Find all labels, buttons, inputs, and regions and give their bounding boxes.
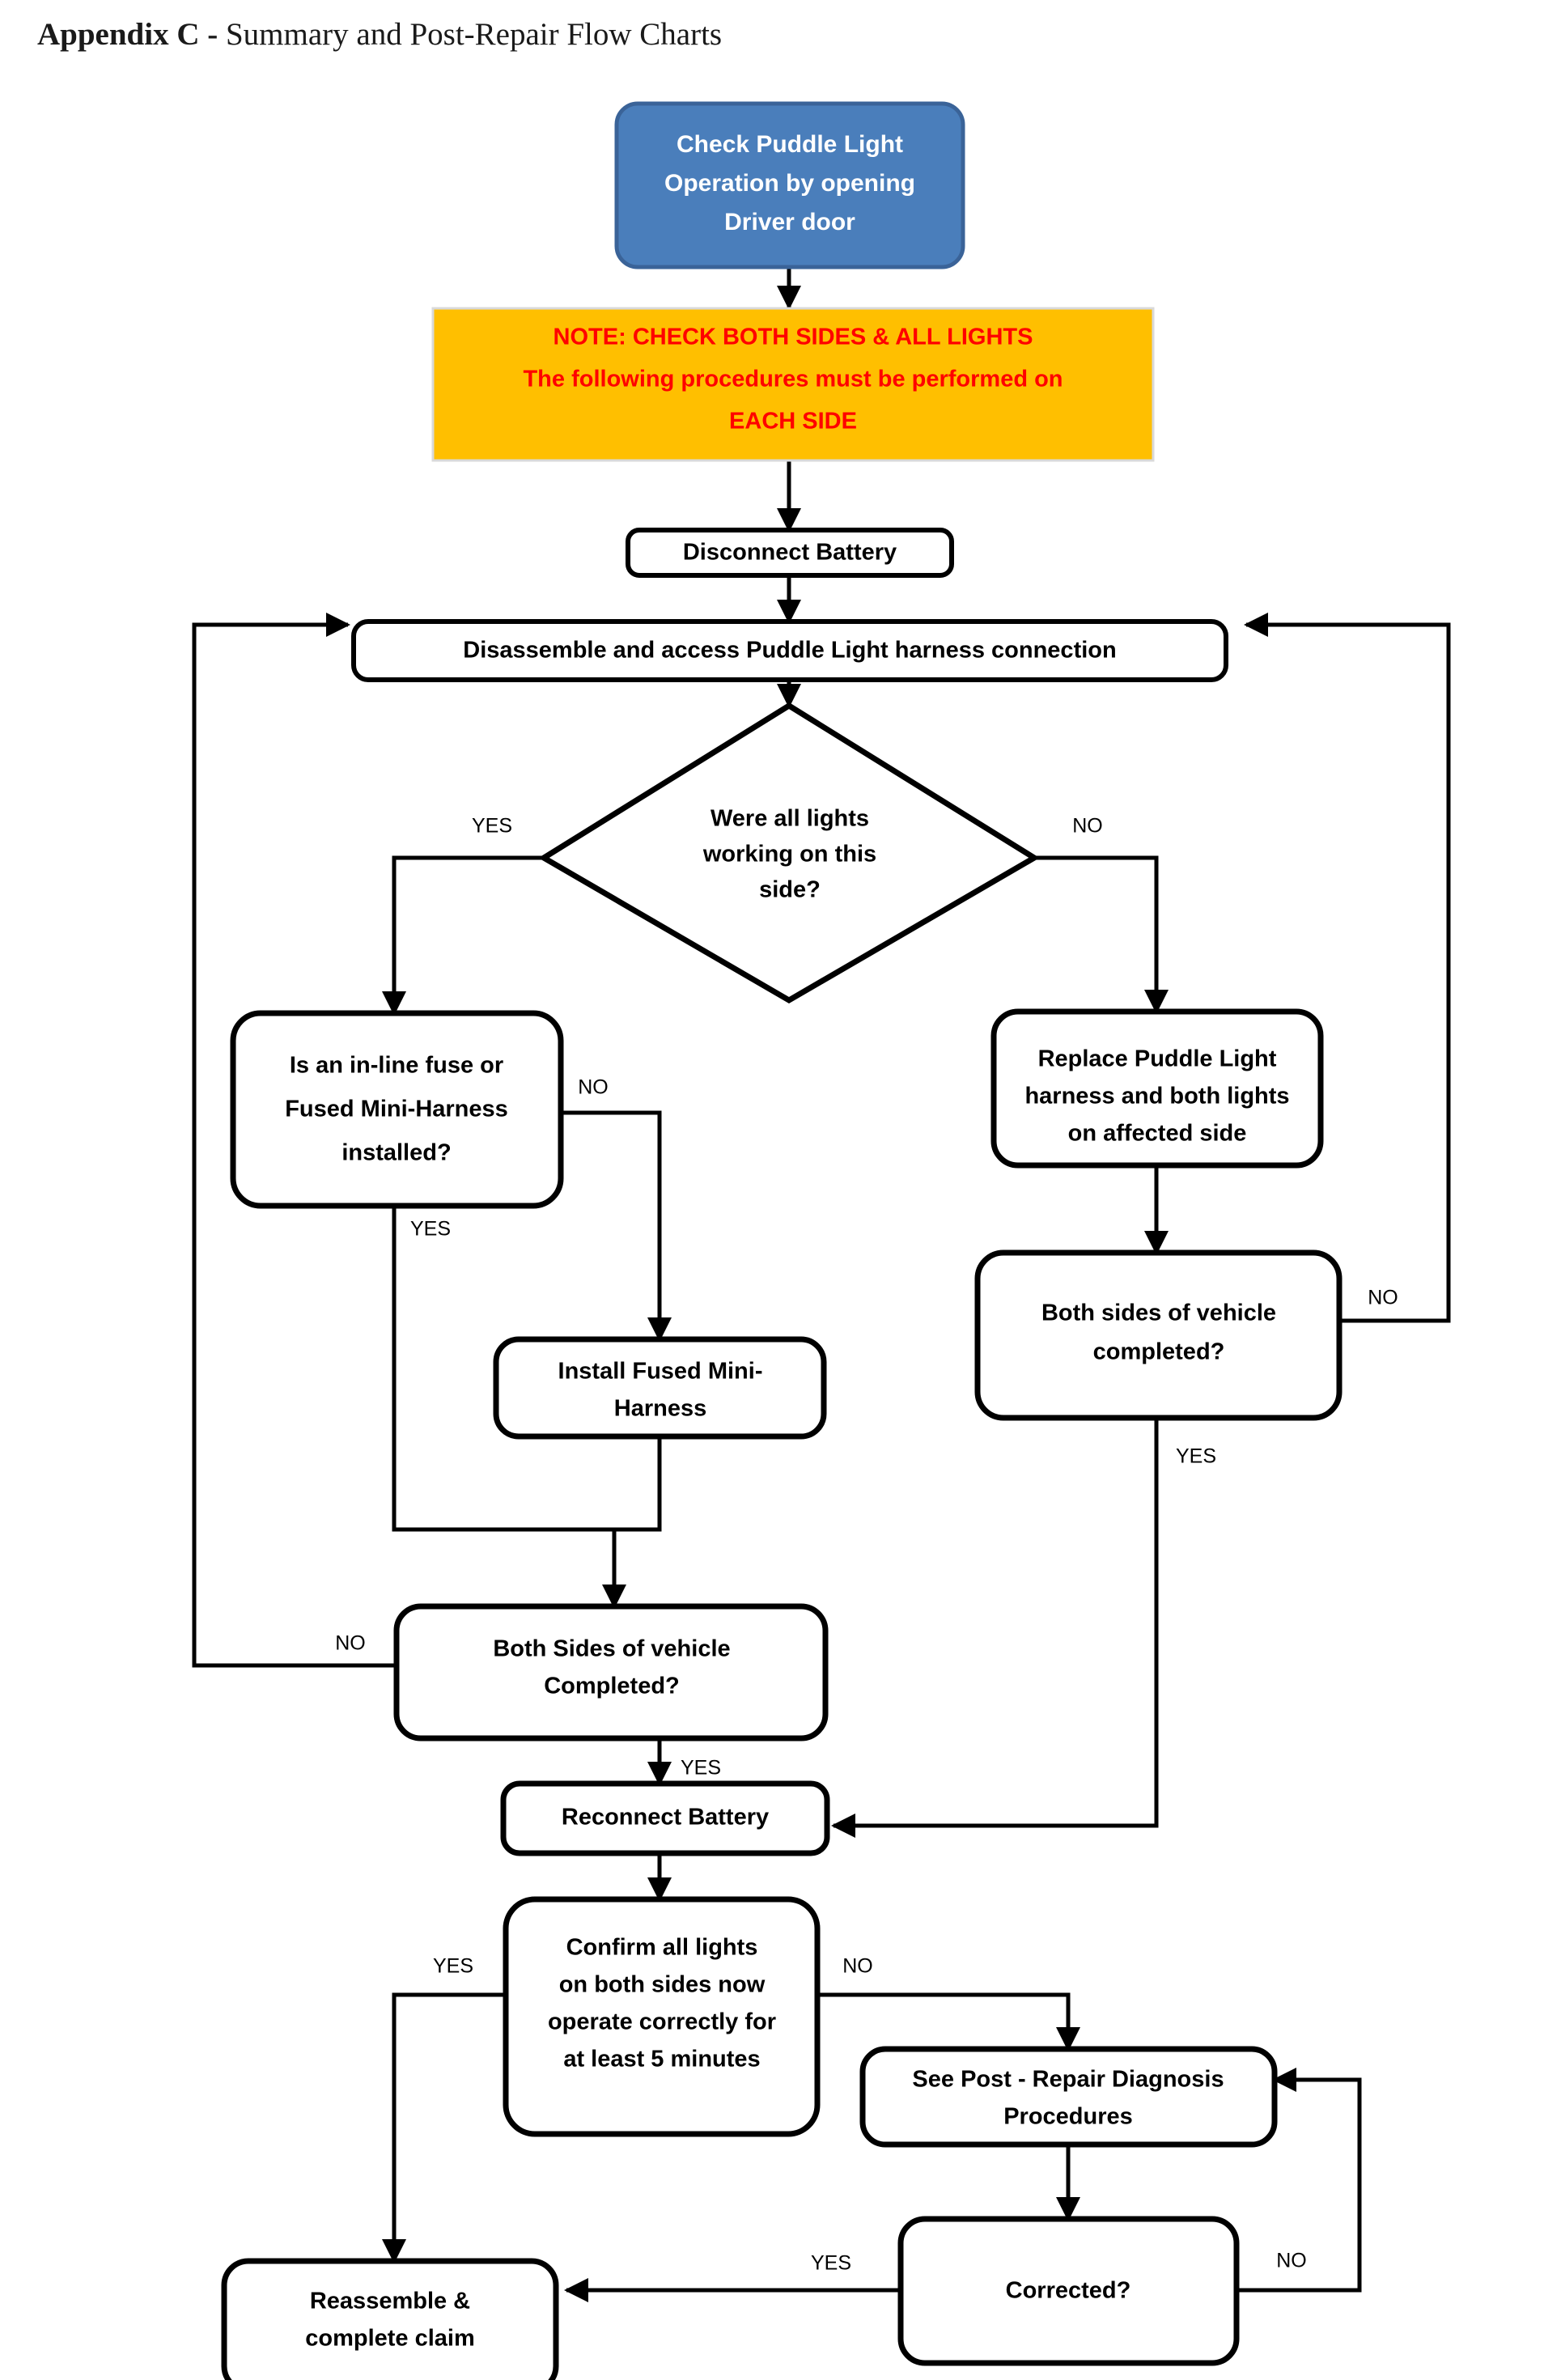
node-install-fused-mini-harness[interactable]: Install Fused Mini- Harness — [493, 1336, 827, 1440]
node-postrepair-shape — [859, 2046, 1278, 2148]
node-disassemble[interactable]: Disassemble and access Puddle Light harn… — [351, 619, 1228, 682]
node-bothleft-line1: Both Sides of vehicle — [493, 1636, 730, 1662]
node-inlinefuse-line1: Is an in-line fuse or — [290, 1053, 503, 1079]
node-postrepair-line1: See Post - Repair Diagnosis — [912, 2067, 1224, 2093]
node-reassemble-complete-claim[interactable]: Reassemble & complete claim — [221, 2258, 559, 2380]
node-replace-puddle-light[interactable]: Replace Puddle Light harness and both li… — [990, 1008, 1324, 1169]
connector-layer — [192, 267, 1451, 2302]
node-note-line3: EACH SIDE — [729, 409, 857, 435]
node-note-shape — [431, 307, 1155, 462]
edge-label-no-both-right: NO — [1368, 1287, 1398, 1309]
node-reconnect-label: Reconnect Battery — [562, 1805, 769, 1831]
node-were-all-lights-working[interactable]: Were all lights working on this side? — [538, 702, 1040, 1004]
edge-label-yes-both-right: YES — [1176, 1445, 1216, 1468]
node-decision-shape — [538, 702, 1040, 1004]
edge-label-yes-both-left: YES — [681, 1757, 721, 1780]
node-reassemble-line2: complete claim — [305, 2326, 475, 2352]
node-install-shape — [493, 1336, 827, 1440]
edge-confirm-no-postrepair — [817, 1992, 1080, 2051]
node-disconnect-battery[interactable]: Disconnect Battery — [626, 528, 954, 578]
edge-decision-no-replace — [1034, 855, 1169, 1014]
edge-bothright-no-disassemble — [1244, 613, 1451, 1323]
node-inline-fuse-installed[interactable]: Is an in-line fuse or Fused Mini-Harness… — [230, 1010, 564, 1209]
edge-label-no-corrected: NO — [1276, 2250, 1307, 2272]
node-start-shape — [614, 101, 965, 269]
edge-inlinefuse-yes-bothleft — [392, 1206, 614, 1532]
edge-inlinefuse-no-install — [561, 1110, 672, 1342]
page-title: Appendix C - Summary and Post-Repair Flo… — [37, 16, 722, 53]
node-confirm-line3: operate correctly for — [548, 2009, 776, 2035]
edge-label-yes-confirm: YES — [433, 1955, 473, 1978]
node-bothright-shape — [974, 1249, 1343, 1421]
edge-label-yes-inline-fuse: YES — [410, 1218, 451, 1241]
node-both-sides-completed-left[interactable]: Both Sides of vehicle Completed? — [393, 1603, 829, 1742]
node-replace-line3: on affected side — [1068, 1121, 1247, 1147]
edge-label-yes-all-working: YES — [472, 815, 512, 838]
node-reconnect-shape — [500, 1780, 830, 1856]
page-title-rest: Summary and Post-Repair Flow Charts — [225, 17, 723, 52]
node-decision-line2: working on this — [702, 842, 876, 868]
node-reconnect-battery[interactable]: Reconnect Battery — [500, 1780, 830, 1856]
edge-bothleft-no-disassemble — [192, 613, 397, 1668]
node-start-line3: Driver door — [724, 209, 855, 235]
node-disassemble-label: Disassemble and access Puddle Light harn… — [463, 638, 1116, 664]
node-inlinefuse-shape — [230, 1010, 564, 1209]
node-install-line1: Install Fused Mini- — [558, 1359, 763, 1385]
node-start-line1: Check Puddle Light — [677, 131, 903, 158]
node-note-line2: The following procedures must be perform… — [523, 367, 1063, 392]
node-confirm-line2: on both sides now — [559, 1972, 766, 1998]
edge-label-no-all-working: NO — [1072, 815, 1103, 838]
node-confirm-all-lights[interactable]: Confirm all lights on both sides now ope… — [503, 1896, 821, 2137]
edge-bothright-yes-reconnect — [831, 1418, 1159, 1838]
node-decision-line3: side? — [759, 877, 821, 903]
edge-decision-yes-inlinefuse — [382, 855, 544, 1016]
node-install-line2: Harness — [614, 1396, 706, 1422]
node-both-sides-completed-right[interactable]: Both sides of vehicle completed? — [974, 1249, 1343, 1421]
node-disconnect-shape — [626, 528, 954, 578]
edge-label-no-confirm: NO — [842, 1955, 873, 1978]
edge-label-layer: YES NO NO YES NO YES NO YES YES NO YES N… — [335, 815, 1398, 2275]
node-bothleft-line2: Completed? — [544, 1674, 680, 1699]
node-bothright-line2: completed? — [1093, 1339, 1225, 1365]
page-title-bold: Appendix C - — [37, 17, 226, 52]
node-corrected[interactable]: Corrected? — [897, 2216, 1240, 2366]
node-note: NOTE: CHECK BOTH SIDES & ALL LIGHTS The … — [431, 307, 1155, 462]
node-inlinefuse-line3: installed? — [341, 1140, 451, 1166]
node-confirm-line1: Confirm all lights — [566, 1935, 758, 1961]
node-start[interactable]: Check Puddle Light Operation by opening … — [614, 101, 965, 269]
node-corrected-shape — [897, 2216, 1240, 2366]
node-post-repair-procedures[interactable]: See Post - Repair Diagnosis Procedures — [859, 2046, 1278, 2148]
node-replace-shape — [990, 1008, 1324, 1169]
node-disconnect-label: Disconnect Battery — [683, 540, 897, 566]
node-inlinefuse-line2: Fused Mini-Harness — [285, 1097, 508, 1122]
node-bothright-line1: Both sides of vehicle — [1041, 1300, 1276, 1326]
node-disassemble-shape — [351, 619, 1228, 682]
node-replace-line2: harness and both lights — [1024, 1084, 1289, 1109]
edge-label-yes-corrected: YES — [811, 2252, 851, 2275]
node-confirm-line4: at least 5 minutes — [563, 2047, 760, 2072]
edge-corrected-no-postrepair — [1236, 2068, 1362, 2293]
edge-confirm-yes-reassemble — [382, 1992, 506, 2263]
node-replace-line1: Replace Puddle Light — [1038, 1046, 1277, 1072]
edge-label-no-inline-fuse: NO — [578, 1076, 609, 1099]
node-reassemble-line1: Reassemble & — [310, 2289, 470, 2314]
edge-label-no-both-left: NO — [335, 1632, 366, 1655]
node-start-line2: Operation by opening — [664, 170, 915, 197]
edge-install-bothleft — [602, 1436, 662, 1609]
node-bothleft-shape — [393, 1603, 829, 1742]
node-confirm-shape — [503, 1896, 821, 2137]
node-note-line1: NOTE: CHECK BOTH SIDES & ALL LIGHTS — [554, 325, 1033, 350]
node-postrepair-line2: Procedures — [1003, 2104, 1133, 2130]
node-reassemble-shape — [221, 2258, 559, 2380]
node-corrected-label: Corrected? — [1006, 2278, 1131, 2304]
node-decision-line1: Were all lights — [710, 806, 869, 832]
